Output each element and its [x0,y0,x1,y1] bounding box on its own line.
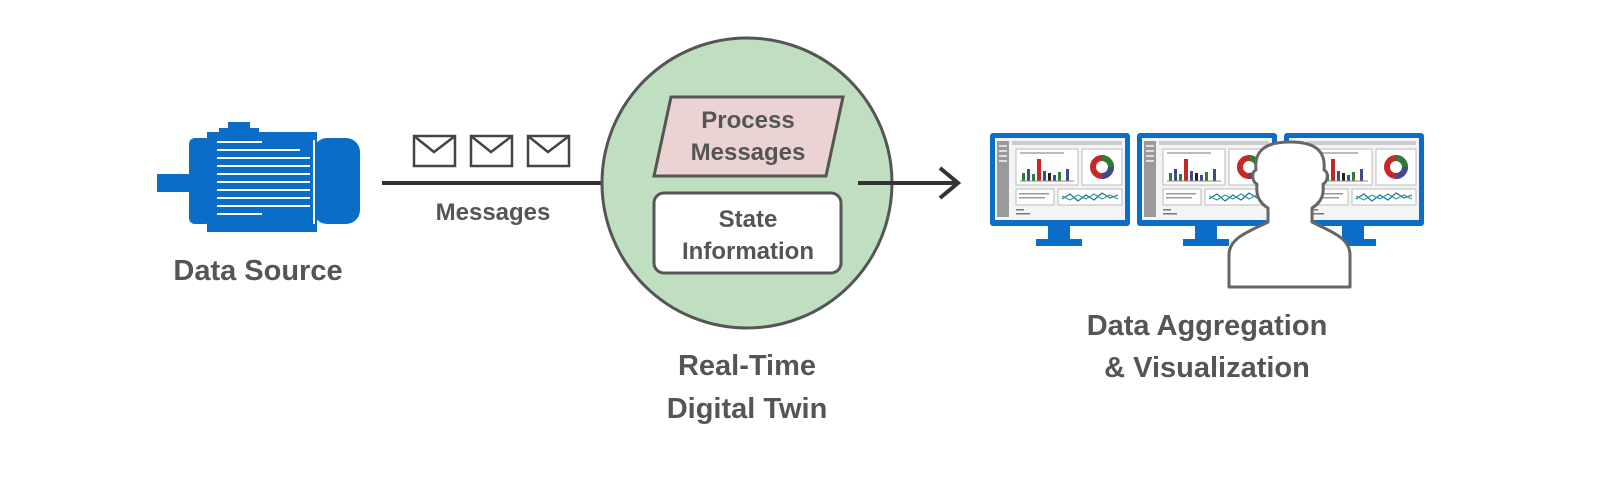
digital-twin-circle [600,36,894,330]
process-box-line2: Messages [691,139,806,166]
envelope-icon [412,134,457,168]
user-silhouette-icon [1227,140,1352,289]
motor-fins [217,140,315,224]
state-information-box [652,191,843,275]
twin-caption-line1: Real-Time [678,350,816,382]
flow-arrow-to-visualization [858,166,962,200]
data-source-label: Data Source [173,255,342,287]
motor-icon [157,122,360,232]
state-box-line1: State [719,206,778,233]
messages-label: Messages [436,199,551,226]
dashboard-monitor-left [990,133,1130,246]
twin-caption-line2: Digital Twin [667,393,828,425]
envelope-icon [469,134,514,168]
process-messages-box [652,95,845,178]
flow-arrow-to-twin [382,166,638,200]
process-box-line1: Process [701,107,794,134]
envelope-icon [526,134,571,168]
aggregation-caption-line2: & Visualization [1104,352,1310,384]
state-box-line2: Information [682,238,814,265]
aggregation-caption-line1: Data Aggregation [1087,310,1328,342]
